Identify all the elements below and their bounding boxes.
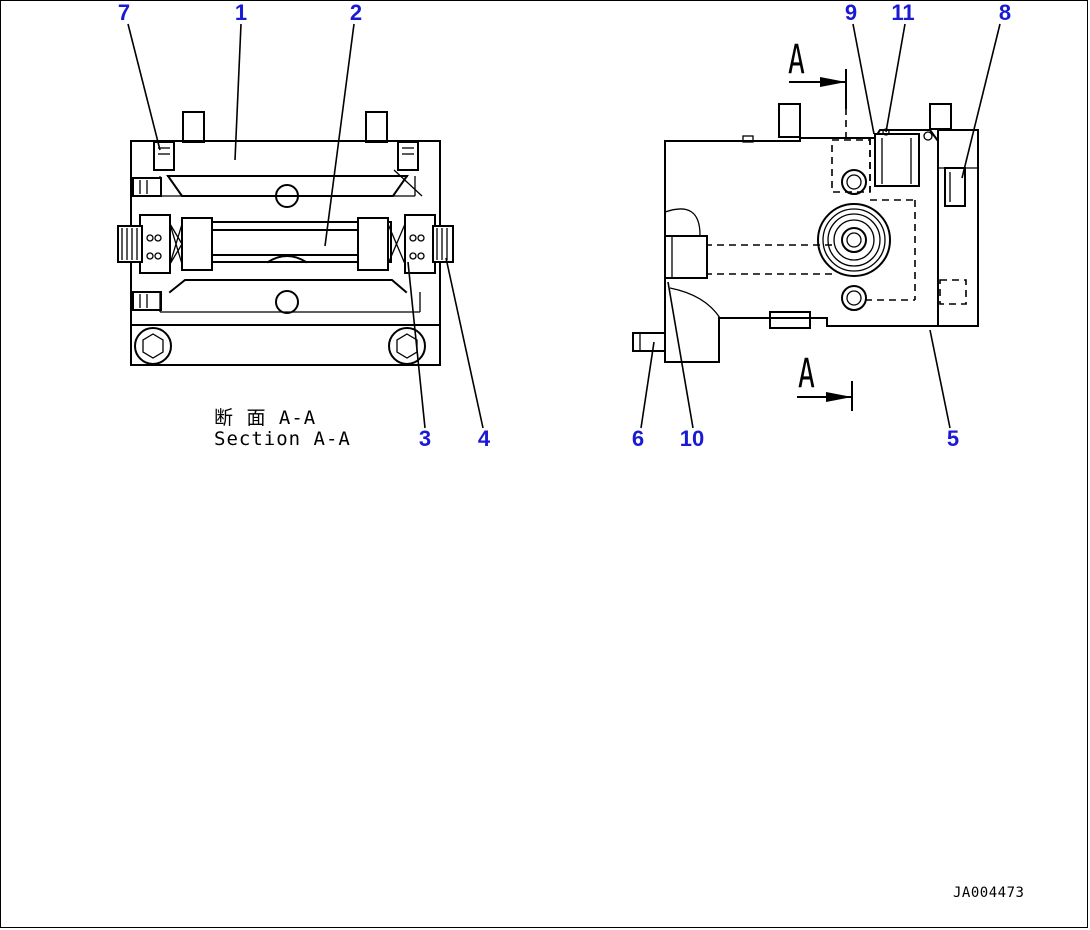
- callout-9: 9: [844, 0, 858, 25]
- top-stud-right: [365, 111, 388, 143]
- bolt-right: [388, 327, 426, 365]
- spring-cap: [432, 225, 454, 263]
- callout-10: 10: [679, 426, 705, 451]
- top-stud-left: [182, 111, 205, 143]
- section-view: [117, 111, 454, 366]
- side-plug: [944, 167, 966, 207]
- bolt-left: [134, 327, 172, 365]
- callout-6: 6: [631, 426, 645, 451]
- bottom-stud: [632, 332, 666, 352]
- callout-3: 3: [418, 426, 432, 451]
- drawing-code: JA004473: [953, 885, 1025, 901]
- callout-1: 1: [234, 0, 248, 25]
- plug-top-left: [153, 141, 175, 171]
- callout-7: 7: [117, 0, 131, 25]
- callout-4: 4: [477, 426, 491, 451]
- section-mark-top: A: [788, 37, 805, 83]
- callout-2: 2: [349, 0, 363, 25]
- leader-lines: [127, 23, 1001, 429]
- main-port: [817, 203, 891, 277]
- caption-japanese: 断 面 A-A: [214, 407, 317, 429]
- callout-11: 11: [891, 0, 915, 25]
- section-mark-bottom: A: [798, 351, 815, 397]
- caption-english: Section A-A: [214, 428, 351, 450]
- section-arrow-top: [820, 77, 846, 87]
- plug-top-right: [397, 141, 419, 171]
- callout-8: 8: [998, 0, 1012, 25]
- spring-retainer: [404, 214, 436, 274]
- exterior-view: [632, 69, 979, 411]
- section-arrow-bottom: [826, 392, 852, 402]
- port-plug: [664, 235, 708, 279]
- callout-5: 5: [946, 426, 960, 451]
